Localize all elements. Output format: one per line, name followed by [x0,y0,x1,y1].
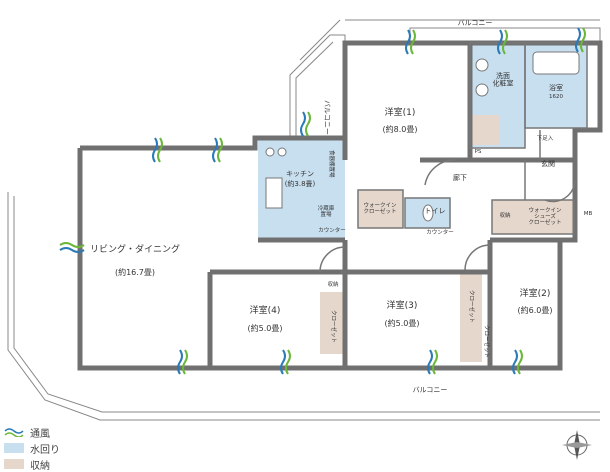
walkin-closet-label: ウォークインクローゼット [363,201,397,215]
western4-size: (約5.0畳) [248,323,283,333]
western2-label: 洋室(2) [520,287,551,299]
legend-label: 水回り [30,444,60,456]
kitchen-label: キッチン [286,170,314,178]
ventilation-marks [59,27,586,375]
western3-size: (約5.0畳) [385,318,420,328]
hallway-label: 廊下 [453,173,467,182]
legend-item: 水回り [4,440,60,456]
kitchen-sink-icon [265,177,283,209]
balcony-top-label: バルコニー [458,19,493,27]
washroom-label: 洗面化粧室 [493,71,514,88]
bath-size: 1620 [549,94,563,100]
sink-icon [475,83,489,97]
legend-label: 収納 [30,460,50,472]
storage-swatch [4,459,24,469]
western1-size: (約8.0畳) [383,124,418,134]
balcony-bottom-label: バルコニー [413,386,448,394]
living-label: リビング・ダイニング [90,243,180,255]
living-size: (約16.7畳) [115,267,155,277]
storage-label: 収納 [499,211,511,219]
counter-label: カウンター [318,226,346,234]
legend: 通風 水回り 収納 [4,424,60,472]
closet-label-2: クローゼット [483,325,491,358]
shoe-box-label: 下足入 [537,135,554,142]
entrance-label: 玄関 [541,159,555,168]
walkin-shoes-label: ウォークインシューズクローゼット [528,206,562,226]
wet-areas [258,43,587,238]
mb-label: MB [584,211,593,217]
legend-item: 収納 [4,456,60,472]
storage-label-2: 収納 [327,280,339,288]
western2-size: (約6.0畳) [518,305,553,315]
wet-area-swatch [4,443,24,453]
stove-burner-icon [265,147,275,157]
bathtub-icon [532,51,580,75]
ventilation-icon [4,428,24,437]
fixtures [265,51,580,222]
bath-label: 浴室 [549,83,563,92]
ps-label: PS [475,149,482,155]
storage-areas [320,115,574,362]
pantry-label: 食器棚置場 [328,150,336,178]
legend-label: 通風 [30,428,50,440]
western4-label: 洋室(4) [250,304,281,316]
toilet-icon [422,204,434,222]
interior-lines [319,42,588,273]
counter-label-2: カウンター [426,228,454,236]
kitchen-size: (約3.8畳) [285,179,316,188]
labels: 洋室(1) (約8.0畳) 洋室(2) (約6.0畳) 洋室(3) (約5.0畳… [90,19,592,394]
closet-label: クローゼット [468,290,476,323]
western3-label: 洋室(3) [387,299,418,311]
balcony-top-left-label: バルコニー [323,100,331,135]
closet-label-3: クローゼット [330,310,338,343]
legend-item: 通風 [4,424,60,440]
sink-icon [475,58,489,72]
western1-label: 洋室(1) [385,106,416,118]
toilet-label: トイレ [425,207,446,215]
compass-icon [562,430,592,460]
stove-burner-icon [277,147,287,157]
balcony-outlines [7,19,601,421]
fridge-label: 冷蔵庫置場 [318,204,335,218]
